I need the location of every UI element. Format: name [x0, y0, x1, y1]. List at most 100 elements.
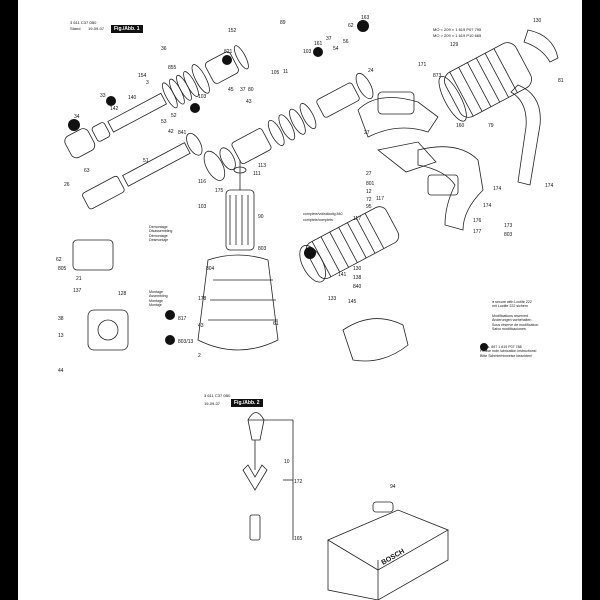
part-label: 105	[271, 70, 280, 76]
part-label: 803/13	[178, 339, 194, 345]
part-label: 138	[353, 275, 362, 281]
part-label: 873	[433, 73, 442, 79]
part-label: 129	[450, 42, 459, 48]
part-label: 21	[76, 276, 82, 282]
part-label: 145	[348, 299, 357, 305]
part-label: 62	[348, 23, 354, 29]
part-label: 128	[118, 291, 127, 297]
part-label: 804	[206, 266, 215, 272]
badge-163	[357, 20, 369, 32]
part-label: 855	[168, 65, 177, 71]
part-label: 80	[248, 87, 254, 93]
part-label: 42	[168, 129, 174, 135]
diagram-drawing: 130 873 171 129 81 163 161 37 54 56 62 8…	[56, 15, 564, 600]
field-housing	[299, 206, 400, 283]
complete-note: complete/vollständig 840	[303, 212, 343, 216]
part-label: 163	[361, 15, 370, 21]
fig2-date: 19-09-07	[204, 401, 221, 406]
part-label: 43	[246, 99, 252, 105]
part-label: 63	[84, 168, 90, 174]
part-label: 840	[353, 284, 362, 290]
part-label: 94	[390, 484, 396, 490]
badge-142	[106, 96, 116, 106]
part-label: 37	[240, 87, 246, 93]
part-label: 2	[198, 353, 201, 359]
part-label: 43	[198, 323, 204, 329]
badge-840	[304, 247, 316, 259]
side-handle	[242, 412, 268, 541]
piston-assembly	[82, 132, 203, 210]
fig2-doc-number: 3 611 C37 0B0	[204, 393, 231, 398]
part-label: 12	[366, 189, 372, 195]
part-label: 803	[258, 246, 267, 252]
part-label: 53	[161, 119, 167, 125]
part-label: 174	[493, 186, 502, 192]
gear-housing	[357, 91, 439, 173]
figure-1-tag: Fig./Abb. 1	[111, 25, 143, 33]
figure-2-tag: Fig./Abb. 2	[231, 399, 263, 407]
part-label: 52	[171, 113, 177, 119]
badge-callouts	[68, 20, 488, 351]
part-label: 38	[58, 316, 64, 322]
part-label: 176	[473, 218, 482, 224]
part-label: 137	[73, 288, 82, 294]
part-label: 130	[353, 266, 362, 272]
part-label: 117	[376, 196, 384, 202]
handle-assembly	[417, 84, 541, 231]
part-label: 801	[366, 181, 375, 187]
part-label: 133	[328, 296, 337, 302]
part-label: 26	[64, 182, 70, 188]
part-label: 37	[326, 36, 332, 42]
part-label: 174	[483, 203, 492, 209]
badge-161	[313, 47, 323, 57]
part-label: 116	[198, 179, 206, 185]
doc-number: 3 611 C37 0B0	[70, 20, 97, 25]
badge-21	[68, 119, 80, 131]
part-label: 111	[253, 171, 261, 177]
part-label: 33	[100, 93, 106, 99]
part-label: 113	[258, 163, 266, 169]
end-cap	[523, 29, 559, 63]
badge-assembly-1	[165, 310, 175, 320]
part-label: 117	[353, 216, 361, 222]
part-label: 34	[74, 114, 80, 120]
exploded-parts-diagram: 3 611 C37 0B0 Stand 19-09-07 Fig./Abb. 1…	[18, 0, 582, 600]
part-label: 171	[418, 62, 427, 68]
part-label: 103	[198, 94, 207, 100]
part-label: 61	[273, 321, 279, 327]
part-label: 10	[284, 459, 290, 465]
part-label: 805	[58, 266, 67, 272]
part-label: 803	[504, 232, 513, 238]
part-label: 13	[58, 333, 64, 339]
part-label: 72	[366, 197, 372, 203]
part-label: 89	[280, 20, 286, 26]
part-label: 103	[303, 49, 312, 55]
part-label: 142	[110, 106, 119, 112]
badge-pos897	[480, 343, 488, 351]
model-note-1: MO < 209 × 1 619 P07 795	[433, 27, 482, 32]
switch-assembly	[72, 239, 129, 351]
part-label: 45	[228, 87, 234, 93]
part-label: 821	[224, 49, 233, 55]
part-label: 174	[545, 183, 554, 189]
part-label: 81	[558, 78, 564, 84]
part-label: 130	[533, 18, 542, 24]
part-label: 175	[215, 188, 224, 194]
part-label: 177	[473, 229, 482, 235]
part-label: 24	[368, 68, 374, 74]
part-label: 51	[143, 158, 149, 164]
part-label: 3	[146, 80, 149, 86]
badge-105	[190, 103, 200, 113]
brand-logo: BOSCH	[381, 548, 406, 567]
part-label: 141	[338, 272, 347, 278]
spindle-assembly	[203, 72, 374, 181]
model-note-2: MO > 209 × 1 619 P10 665	[433, 33, 482, 38]
chuck-assembly	[64, 45, 249, 159]
part-label: 172	[294, 479, 303, 485]
part-label: 11	[283, 69, 288, 75]
part-label: 54	[333, 46, 339, 52]
